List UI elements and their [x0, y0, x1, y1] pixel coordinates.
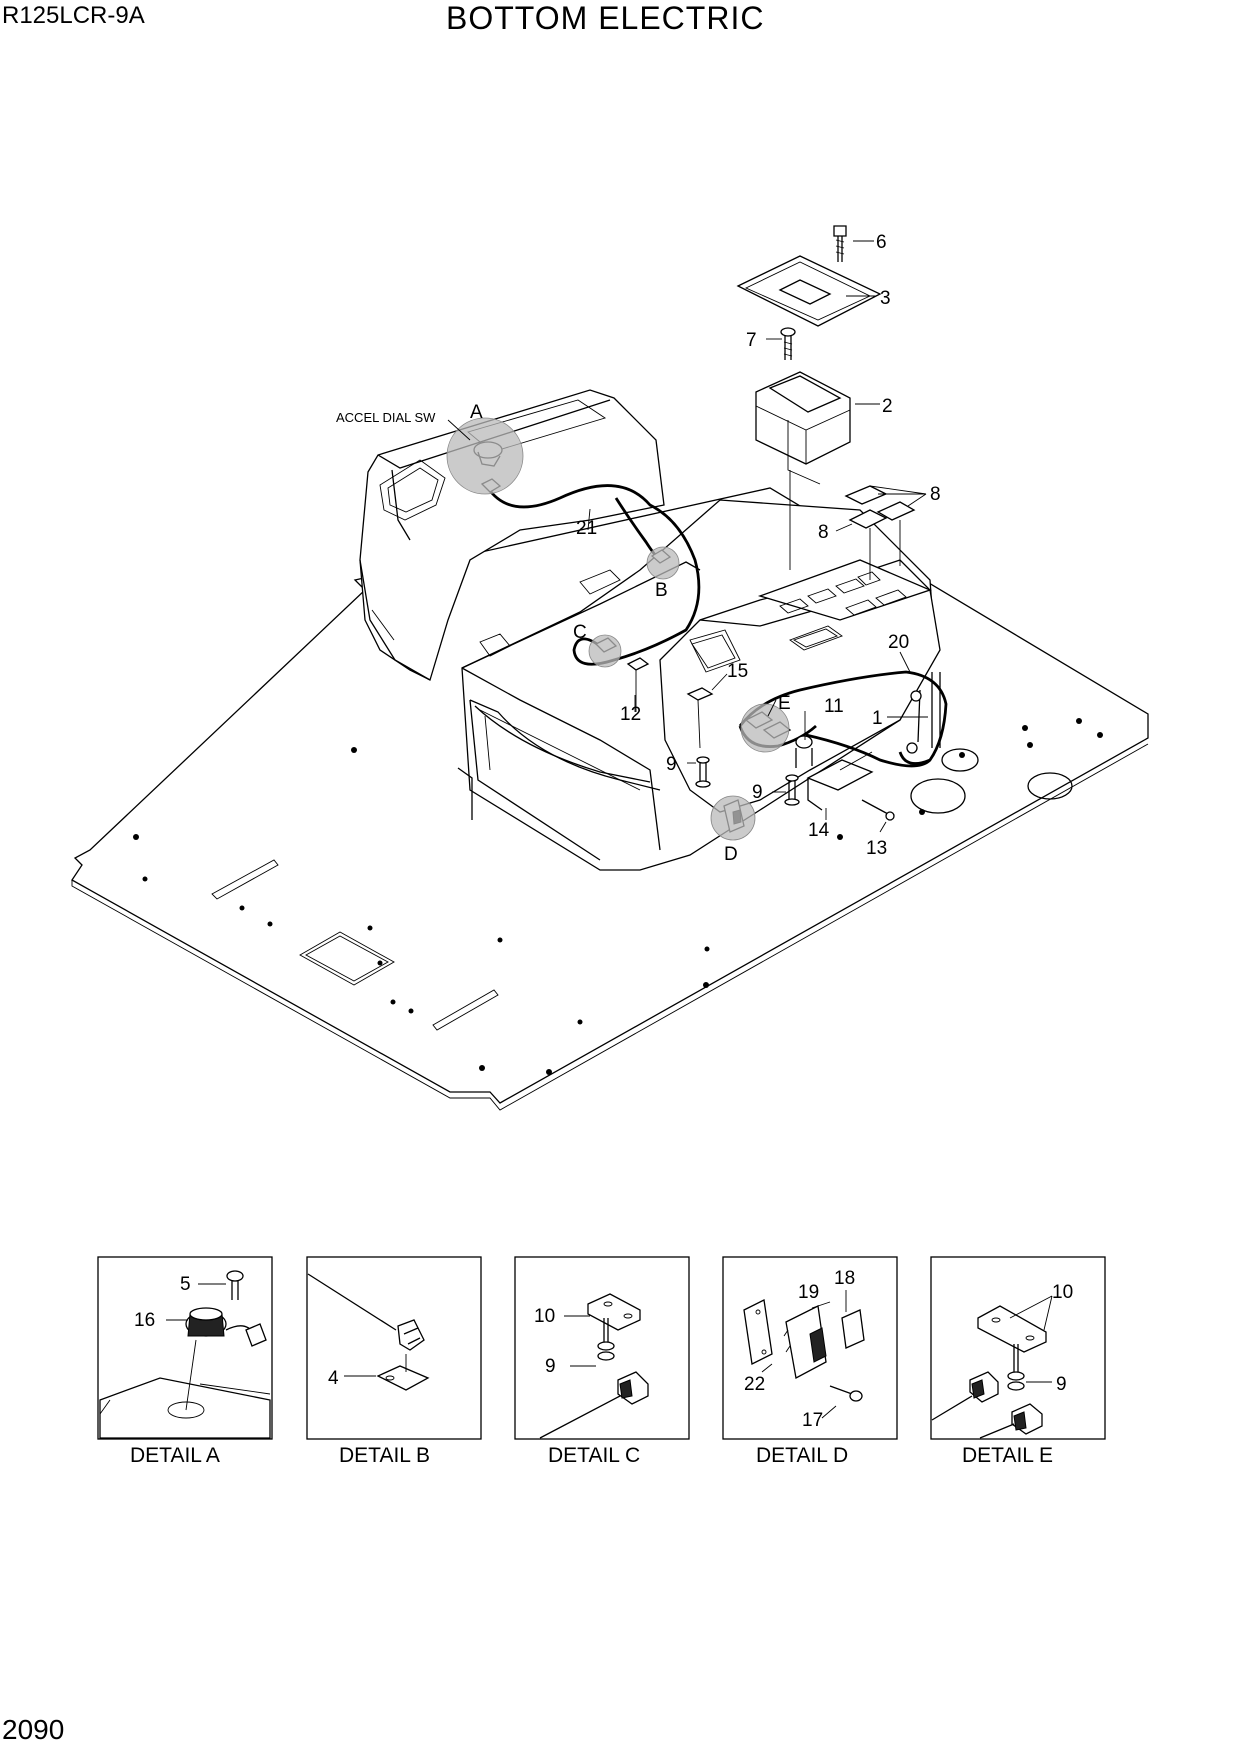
marker-b: B — [655, 580, 668, 601]
label-part-11: 11 — [824, 696, 844, 717]
marker-d: D — [724, 844, 738, 865]
label-part-14: 14 — [808, 820, 830, 841]
detail-c-caption: DETAIL C — [548, 1444, 640, 1467]
detail-d-panel: 18 19 22 17 DETAIL D — [722, 1256, 898, 1467]
detail-d-label-17: 17 — [802, 1410, 823, 1431]
page-number: 2090 — [2, 1714, 65, 1745]
detail-d-label-18: 18 — [834, 1268, 855, 1289]
detail-highlights — [446, 417, 790, 841]
wire-harness — [486, 484, 948, 768]
detail-d-caption: DETAIL D — [756, 1444, 848, 1467]
detail-b-panel: 4 DETAIL B — [306, 1256, 482, 1467]
marker-c: C — [573, 622, 587, 643]
detail-d-label-22: 22 — [744, 1374, 765, 1395]
callout-accel-dial-sw: ACCEL DIAL SW — [336, 410, 436, 425]
detail-c-label-9: 9 — [545, 1356, 556, 1377]
model-number: R125LCR-9A — [2, 2, 145, 29]
label-part-13: 13 — [866, 838, 887, 859]
marker-e: E — [778, 693, 791, 714]
detail-e-label-9: 9 — [1056, 1374, 1067, 1395]
detail-e-caption: DETAIL E — [962, 1444, 1053, 1467]
label-part-20: 20 — [888, 632, 909, 653]
marker-a: A — [470, 402, 483, 423]
leader-lines — [447, 240, 928, 833]
detail-a-label-5: 5 — [180, 1274, 191, 1295]
detail-c-panel: 10 9 DETAIL C — [514, 1256, 690, 1467]
detail-a-caption: DETAIL A — [130, 1444, 220, 1467]
label-part-1: 1 — [872, 708, 883, 729]
label-part-7: 7 — [746, 330, 757, 351]
detail-e-panel: 10 9 DETAIL E — [930, 1256, 1106, 1467]
page-title: BOTTOM ELECTRIC — [446, 0, 765, 36]
label-part-15: 15 — [727, 661, 748, 682]
label-part-12: 12 — [620, 704, 641, 725]
detail-b-caption: DETAIL B — [339, 1444, 430, 1467]
detail-e-label-10: 10 — [1052, 1282, 1073, 1303]
label-part-21: 21 — [576, 518, 597, 539]
detail-b-label-4: 4 — [328, 1368, 339, 1389]
seat-console-assembly — [359, 389, 941, 871]
detail-d-label-19: 19 — [798, 1282, 819, 1303]
exploded-parts — [736, 225, 916, 580]
label-part-9b: 9 — [752, 782, 763, 803]
detail-c-label-10: 10 — [534, 1306, 555, 1327]
label-part-8b: 8 — [818, 522, 829, 543]
label-part-2: 2 — [882, 396, 893, 417]
detail-a-label-16: 16 — [134, 1310, 155, 1331]
label-part-9a: 9 — [666, 754, 677, 775]
detail-a-panel: 5 16 DETAIL A — [97, 1256, 273, 1467]
label-part-3: 3 — [880, 288, 891, 309]
main-diagram-labels: ACCEL DIAL SW A B C D E 6 3 7 2 8 8 21 2… — [336, 232, 941, 865]
label-part-8a: 8 — [930, 484, 941, 505]
label-part-6: 6 — [876, 232, 887, 253]
